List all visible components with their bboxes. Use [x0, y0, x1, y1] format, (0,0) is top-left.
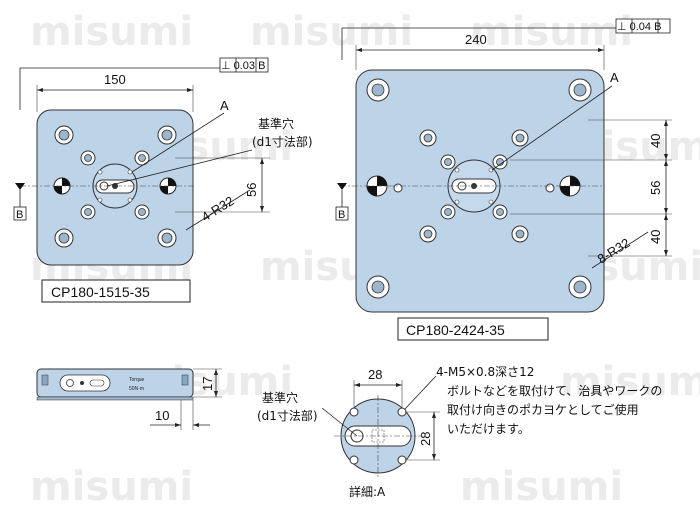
right-datum-targets — [366, 175, 581, 197]
right-flatness-frame: ⊥ 0.04 B — [341, 18, 671, 60]
side-view-torque-label: Torque — [129, 377, 145, 383]
right-vertical-dimensions: 40 56 40 — [510, 119, 672, 257]
side-view-nm-label: 50N·m — [129, 386, 144, 392]
detail-note-line1: ボルトなどを取付けて、治具やワークの — [447, 384, 662, 398]
left-width-label: 150 — [104, 72, 126, 87]
side-view: Torque 50N·m 17 10 — [36, 368, 222, 430]
right-width-label: 240 — [465, 32, 487, 47]
side-view-height-label: 17 — [200, 377, 215, 391]
detail-note-line3: いただけます。 — [447, 422, 530, 436]
detail-note-line2: 取付け向きのポカヨケとしてご使用 — [447, 402, 639, 417]
watermark: misumi — [460, 464, 623, 510]
left-flatness-frame: ⊥ 0.03 B — [19, 57, 269, 110]
left-centerline: B — [13, 183, 195, 221]
right-centerline: B — [335, 183, 605, 221]
right-flatness-text: ⊥ 0.04 B — [617, 21, 661, 33]
left-width-dimension: 150 — [36, 72, 194, 112]
watermark: misumi — [30, 9, 193, 55]
left-corner-holes — [54, 125, 177, 248]
side-view-bottom-label: 10 — [155, 408, 169, 423]
watermark: misumi — [30, 464, 193, 510]
right-a-callout: A — [491, 70, 619, 171]
left-reference-hole-label: 基準穴 — [258, 116, 294, 131]
left-model-label-box: CP180-1515-35 — [41, 279, 191, 303]
detail-reference-hole-note: (d1寸法部) — [257, 408, 318, 423]
detail-caption: 詳細:A — [349, 484, 386, 499]
detail-a-view: 28 28 4-M5×0.8深さ12 ボルトなどを取付けて、治具やワークの 取付… — [257, 365, 662, 499]
left-a-callout: A — [131, 98, 229, 173]
watermark: misumi — [560, 359, 700, 405]
right-a-label: A — [610, 70, 619, 85]
left-height-label: 56 — [244, 183, 259, 197]
detail-width-label: 28 — [368, 367, 382, 382]
right-dim-mid: 56 — [648, 181, 663, 195]
left-a-label: A — [220, 98, 229, 113]
right-corner-holes — [366, 78, 592, 299]
right-dim-top: 40 — [648, 134, 663, 148]
left-center-hub — [92, 163, 138, 209]
left-reference-hole-note: (d1寸法部) — [252, 134, 313, 149]
right-datum-label: B — [338, 209, 345, 221]
detail-thread-spec: 4-M5×0.8深さ12 — [436, 365, 534, 379]
left-corner-radius-callout: 4-R32 — [185, 189, 251, 231]
detail-height-label: 28 — [418, 432, 433, 446]
watermark: misumi — [470, 9, 633, 55]
left-plate-view: ⊥ 0.03 B 150 — [13, 57, 313, 303]
left-datum-label: B — [16, 209, 23, 221]
left-flatness-text: ⊥ 0.03 B — [221, 60, 265, 72]
detail-reference-hole-label: 基準穴 — [262, 390, 298, 405]
right-model-label-box: CP180-2424-35 — [397, 317, 549, 341]
right-model-label: CP180-2424-35 — [406, 322, 505, 338]
left-inner-holes — [80, 150, 150, 220]
left-reference-hole-callout: 基準穴 (d1寸法部) — [106, 116, 313, 187]
watermark: misumi — [250, 9, 413, 55]
left-corner-radius-label: 4-R32 — [199, 193, 237, 224]
left-height-dimension: 56 — [175, 157, 270, 213]
left-model-label: CP180-1515-35 — [51, 284, 150, 300]
right-width-dimension: 240 — [355, 32, 605, 70]
right-plate-view: ⊥ 0.04 B 240 — [335, 18, 672, 341]
right-dim-bottom: 40 — [648, 230, 663, 244]
